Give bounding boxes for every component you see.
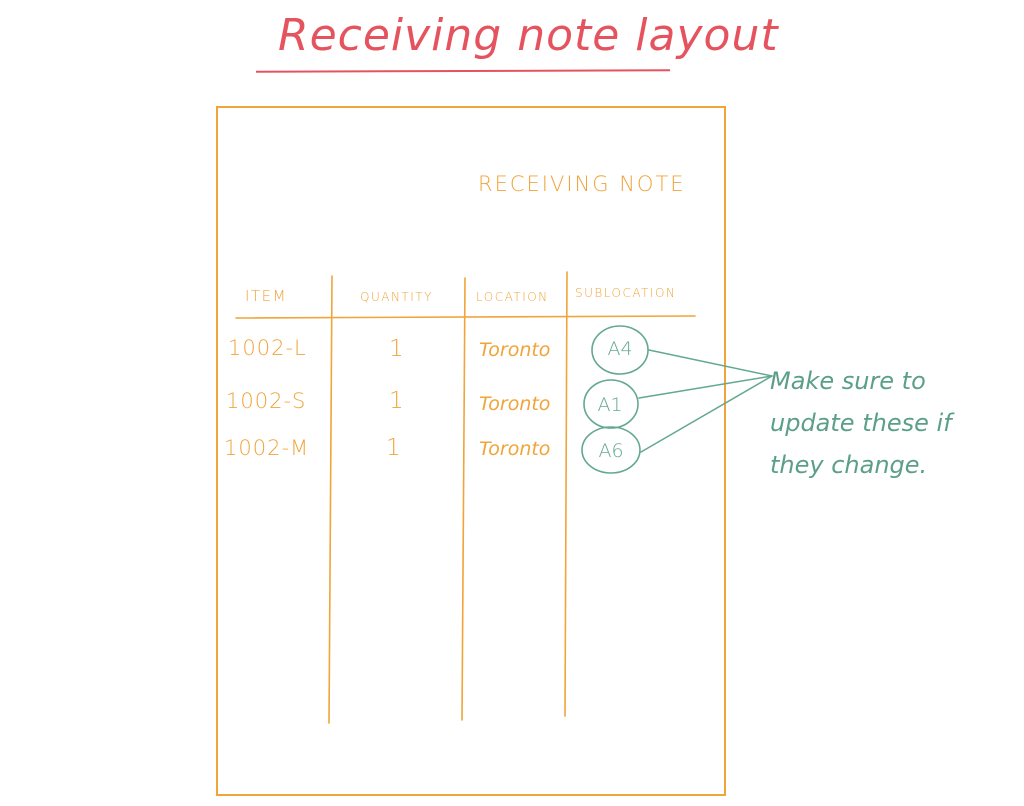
row-3-location: Toronto: [479, 438, 551, 460]
row-2-sublocation: A1: [597, 394, 623, 416]
receiving-note-frame: [216, 106, 726, 796]
column-header-item: ITEM: [245, 287, 288, 305]
row-1-sublocation: A4: [607, 338, 633, 360]
row-1-quantity: 1: [389, 336, 404, 362]
column-divider-3: [564, 271, 568, 717]
column-divider-2: [461, 277, 466, 721]
pointer-line-a6: [640, 375, 773, 453]
row-2-location: Toronto: [479, 393, 551, 415]
circle-a1: [583, 379, 639, 429]
annotation-line-3: they change.: [770, 451, 928, 479]
sketch-title: Receiving note layout: [278, 10, 779, 61]
header-divider: [235, 315, 696, 319]
annotation-line-2: update these if: [770, 409, 952, 437]
annotation-note: Make sure to update these if they change…: [770, 360, 1010, 486]
row-3-quantity: 1: [386, 435, 401, 461]
column-header-location: LOCATION: [476, 290, 549, 304]
row-1-location: Toronto: [479, 339, 551, 361]
annotation-line-1: Make sure to: [770, 367, 926, 395]
row-3-item: 1002-M: [224, 436, 310, 460]
row-2-item: 1002-S: [226, 389, 307, 413]
row-1-item: 1002-L: [228, 336, 307, 360]
column-divider-1: [328, 275, 333, 724]
pointer-line-a4: [648, 349, 773, 377]
row-2-quantity: 1: [389, 388, 404, 414]
column-header-quantity: QUANTITY: [360, 290, 433, 304]
receiving-note-heading: RECEIVING NOTE: [478, 172, 686, 196]
column-header-sublocation: SUBLOCATION: [575, 286, 677, 300]
pointer-line-a1: [638, 375, 773, 399]
row-3-sublocation: A6: [598, 440, 624, 462]
circle-a4: [591, 325, 649, 375]
circle-a6: [581, 426, 641, 474]
